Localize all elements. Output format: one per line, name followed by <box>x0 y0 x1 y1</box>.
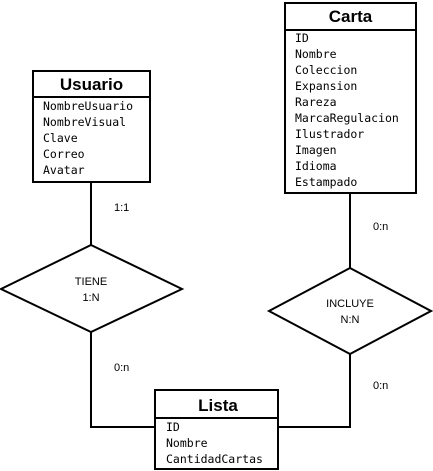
relationship-incluye-cardinality: N:N <box>341 314 360 326</box>
relationship-incluye: INCLUYE N:N <box>266 266 433 356</box>
carta-attr-nombre: Nombre <box>295 47 337 61</box>
relationship-incluye-diamond <box>266 266 433 356</box>
relationship-tiene-cardinality: 1:N <box>82 292 99 304</box>
carta-attr-id: ID <box>295 31 309 45</box>
relationship-tiene-diamond <box>0 243 185 334</box>
connectors <box>90 182 351 428</box>
entity-carta-title: Carta <box>329 7 373 26</box>
carta-attr-marcaregulacion: MarcaRegulacion <box>295 111 399 125</box>
carta-attr-imagen: Imagen <box>295 143 337 157</box>
relationship-incluye-label: INCLUYE <box>326 298 374 310</box>
cardinality-tiene-lista: 0:n <box>114 362 129 374</box>
entity-usuario-title: Usuario <box>60 75 123 94</box>
usuario-attr-clave: Clave <box>43 131 78 145</box>
entity-lista-title: Lista <box>198 396 238 415</box>
lista-attr-id: ID <box>166 420 180 434</box>
relationship-tiene: TIENE 1:N <box>0 243 185 334</box>
relationship-tiene-label: TIENE <box>75 276 107 288</box>
lista-attr-cantidadcartas: CantidadCartas <box>166 452 263 466</box>
entity-carta-box <box>284 2 417 194</box>
entity-lista-box <box>154 389 279 470</box>
connector-incluye-lista <box>278 354 351 428</box>
entity-usuario: Usuario NombreUsuario NombreVisual Clave… <box>32 70 151 183</box>
usuario-attr-nombrevisual: NombreVisual <box>43 115 126 129</box>
entity-carta: Carta ID Nombre Coleccion Expansion Rare… <box>284 2 417 194</box>
connector-tiene-lista <box>90 332 155 428</box>
entity-usuario-box <box>32 70 151 183</box>
carta-attr-rareza: Rareza <box>295 95 337 109</box>
cardinality-usuario-tiene: 1:1 <box>114 202 129 214</box>
carta-attr-idioma: Idioma <box>295 159 337 173</box>
usuario-attr-correo: Correo <box>43 147 85 161</box>
carta-attr-coleccion: Coleccion <box>295 63 357 77</box>
usuario-attr-nombreusuario: NombreUsuario <box>43 99 133 113</box>
carta-attr-expansion: Expansion <box>295 79 357 93</box>
cardinality-carta-incluye: 0:n <box>373 221 388 233</box>
lista-attr-nombre: Nombre <box>166 436 208 450</box>
carta-attr-ilustrador: Ilustrador <box>295 127 364 141</box>
cardinality-incluye-lista: 0:n <box>373 380 388 392</box>
carta-attr-estampado: Estampado <box>295 175 357 189</box>
entity-lista: Lista ID Nombre CantidadCartas <box>154 389 279 470</box>
usuario-attr-avatar: Avatar <box>43 163 85 177</box>
